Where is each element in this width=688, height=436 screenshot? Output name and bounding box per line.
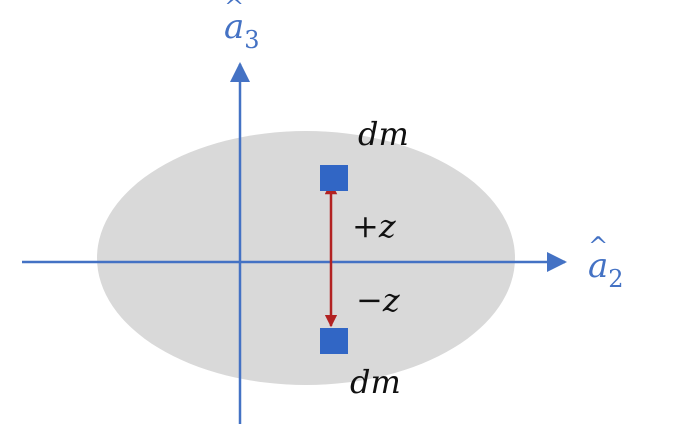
axis-label-horizontal: a2	[588, 249, 624, 291]
axis-vertical-subscript: 3	[244, 26, 260, 54]
mass-label-top: dm	[358, 115, 409, 153]
plus-z-label: +z	[352, 207, 396, 245]
axis-horizontal-base: a	[588, 249, 608, 283]
axis-horizontal-subscript: 2	[608, 265, 624, 293]
rigid-body-ellipse	[97, 131, 515, 385]
axis-label-vertical: a3	[224, 10, 260, 52]
mass-element-top	[320, 165, 348, 191]
mass-label-bottom: dm	[350, 363, 401, 401]
axis-vertical-base: a	[224, 10, 244, 44]
minus-z-label: −z	[356, 281, 400, 319]
mass-element-bottom	[320, 328, 348, 354]
